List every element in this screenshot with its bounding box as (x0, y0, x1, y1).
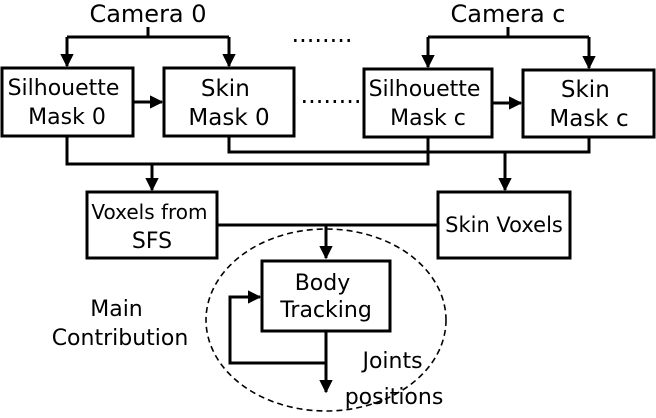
skin-mask-c-line2: Mask c (549, 106, 628, 132)
body-tracking-box (260, 259, 392, 333)
ellipsis-top: ........ (291, 20, 352, 48)
voxels-from-sfs-label: Voxels from SFS (91, 200, 212, 254)
body-tracking-line1: Body (295, 271, 351, 296)
skin-mask-c-box (521, 68, 656, 139)
joints-positions-line2: positions (345, 385, 444, 410)
silhouette-mask-0-box (0, 66, 135, 138)
camera-0-label: Camera 0 (89, 0, 206, 28)
silhouette-mask-0-line2: Mask 0 (28, 105, 106, 130)
joints-positions-label: Joints positions (345, 349, 444, 410)
body-tracking-label: Body Tracking (279, 271, 372, 323)
ellipsis-middle: ........ (300, 81, 361, 109)
camera-0-connector (67, 27, 229, 39)
main-contribution-label: Main Contribution (52, 297, 189, 351)
body-tracking-line2: Tracking (279, 298, 372, 323)
skin-mask-c-label: Skin Mask c (549, 77, 628, 132)
silhouette-mask-0-line1: Silhouette (8, 76, 120, 101)
skin-mask-0-line2: Mask 0 (188, 105, 269, 131)
main-contribution-line1: Main (90, 297, 143, 322)
skin-mask-0-line1: Skin (201, 76, 250, 102)
camera-c-connector (428, 27, 589, 39)
skin-mask-c-line1: Skin (561, 77, 610, 103)
skin-mask-0-box (162, 66, 296, 138)
silhouette-mask-c-label: Silhouette Mask c (369, 77, 488, 131)
arrow-skin-masks-skin-voxels (227, 136, 591, 190)
camera-c-label: Camera c (450, 0, 565, 28)
joints-positions-line1: Joints (360, 349, 422, 374)
skin-voxels-label: Skin Voxels (445, 213, 563, 237)
voxels-from-sfs-line1: Voxels from (91, 200, 207, 224)
arrow-voxels-body-tracking (217, 223, 438, 258)
arrow-silhouettes-voxels-sfs (65, 136, 430, 190)
voxels-from-sfs-line2: SFS (132, 229, 172, 254)
main-contribution-ellipse (205, 228, 447, 412)
arrow-feedback-loop (228, 290, 326, 365)
silhouette-mask-c-line2: Mask c (390, 106, 466, 131)
silhouette-mask-c-line1: Silhouette (369, 77, 481, 102)
main-contribution-line2: Contribution (52, 326, 189, 351)
skin-voxels-box (436, 190, 572, 260)
voxels-from-sfs-box (85, 190, 219, 260)
silhouette-mask-0-label: Silhouette Mask 0 (8, 76, 127, 130)
skin-mask-0-label: Skin Mask 0 (188, 76, 269, 131)
